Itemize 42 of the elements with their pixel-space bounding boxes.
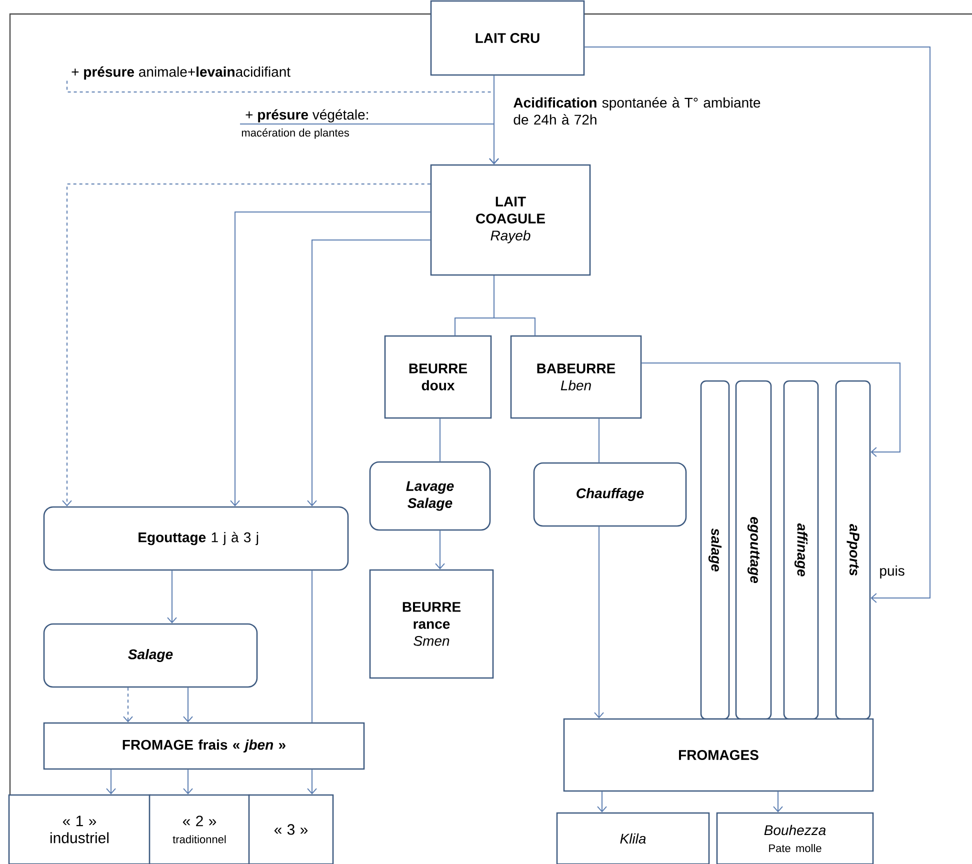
arrow [597, 791, 607, 812]
annotation-text: + présure végétale: macération de plantes [242, 109, 368, 139]
connector-line [598, 418, 600, 463]
process-box: « 1 » industriel [8, 794, 151, 864]
connector-line [494, 275, 536, 336]
process-box: LAIT CRU [430, 0, 585, 76]
annotation-text: + présure animale+levainacidifiant [72, 66, 290, 80]
arrow [106, 769, 116, 794]
process-box: BABEURRE Lben [510, 335, 642, 419]
process-box: Klila [556, 812, 710, 864]
edge-label: Acidification spontanée à T° ambiante de 24h à 72h [512, 96, 764, 126]
process-box: « 2 » traditionnel [148, 794, 250, 864]
arrow [307, 240, 431, 506]
process-box: BEURRE rance Smen [369, 569, 494, 679]
process-box: LAIT COAGULE Rayeb [430, 164, 591, 276]
step-box: Egouttage 1 j à 3 j [43, 506, 349, 571]
arrow [230, 212, 431, 506]
step-box: aPports [835, 380, 871, 720]
arrow [183, 769, 193, 794]
process-box: « 3 » [248, 794, 334, 864]
step-box: affinage [783, 380, 819, 720]
arrow [240, 124, 499, 164]
arrow [584, 46, 930, 603]
arrow [594, 526, 604, 718]
step-box: egouttage [735, 380, 772, 720]
arrow [62, 184, 431, 506]
arrow [183, 687, 193, 722]
arrow [167, 570, 177, 624]
process-box: FROMAGES [563, 718, 874, 792]
step-box: Lavage Salage [369, 461, 491, 531]
arrow [641, 362, 900, 457]
step-box: Chauffage [533, 462, 687, 527]
process-box: BEURRE doux [384, 335, 492, 419]
arrow [773, 791, 783, 812]
arrow [123, 687, 133, 722]
step-box: salage [700, 380, 730, 720]
step-box: Salage [43, 623, 258, 688]
process-box: Bouhezza Pate molle [716, 812, 874, 864]
arrow [307, 769, 317, 794]
process-box: FROMAGE frais « jben » [43, 722, 365, 770]
edge-label: puis [878, 564, 906, 580]
arrow [435, 530, 445, 570]
